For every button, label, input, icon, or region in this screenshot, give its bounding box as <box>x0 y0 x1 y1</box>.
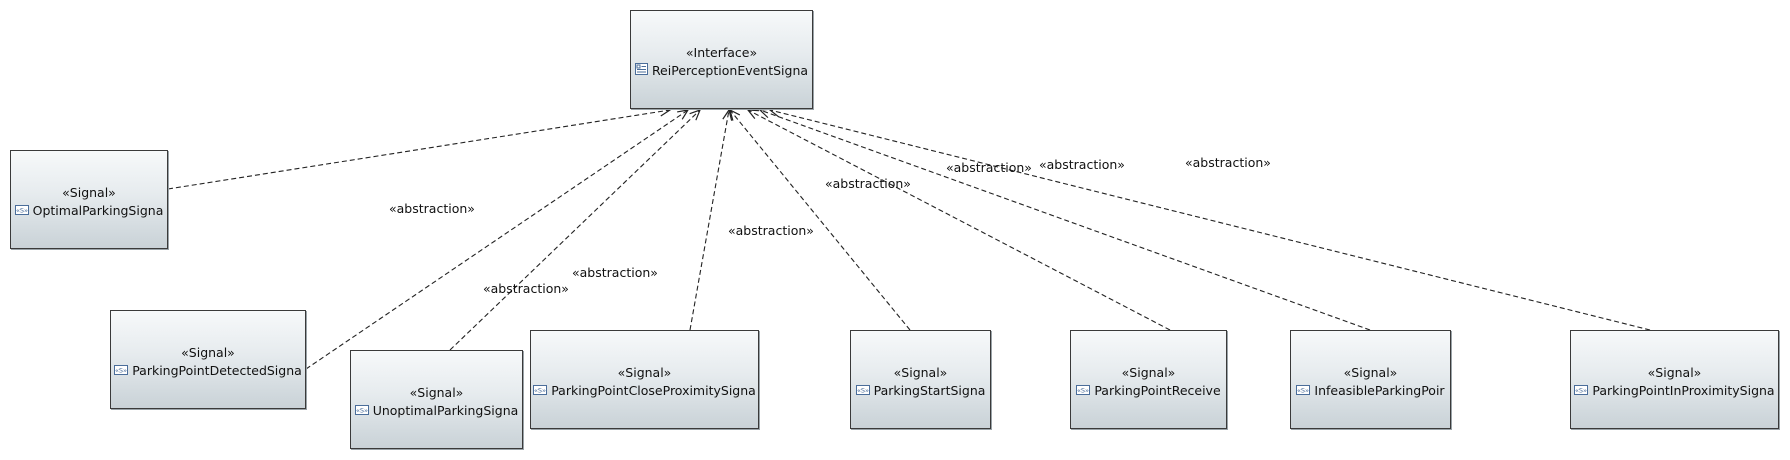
svg-text:«S»: «S» <box>16 206 28 214</box>
signal-node-start[interactable]: «Signal» «S» ParkingStartSigna <box>850 330 991 429</box>
signal-name: ParkingPointCloseProximitySigna <box>551 382 756 398</box>
signal-name: ParkingStartSigna <box>873 382 986 398</box>
abstraction-label: «abstraction» <box>1039 157 1125 172</box>
interface-stereotype: «Interface» <box>685 45 758 60</box>
svg-text:«S»: «S» <box>857 386 869 394</box>
signal-node-infeasible[interactable]: «Signal» «S» InfeasibleParkingPoir <box>1290 330 1451 429</box>
signal-icon: «S» <box>1076 383 1091 398</box>
abstraction-edge-infeasible[interactable] <box>759 109 1371 331</box>
abstraction-label: «abstraction» <box>728 223 814 238</box>
abstraction-edge-detected[interactable] <box>305 109 689 370</box>
signal-stereotype: «Signal» <box>1647 365 1702 380</box>
signal-icon: «S» <box>1296 383 1311 398</box>
arrowhead-icon <box>729 108 741 121</box>
arrowhead-icon <box>746 109 760 119</box>
signal-name: OptimalParkingSigna <box>32 202 164 218</box>
svg-text:«S»: «S» <box>115 366 127 374</box>
abstraction-edge-close[interactable] <box>689 109 730 331</box>
signal-stereotype: «Signal» <box>1121 365 1176 380</box>
signal-node-unoptimal[interactable]: «Signal» «S» UnoptimalParkingSigna <box>350 350 523 449</box>
abstraction-label: «abstraction» <box>946 160 1032 175</box>
signal-icon: «S» <box>114 363 129 378</box>
signal-name: ParkingPointReceive <box>1094 382 1221 398</box>
signal-icon: «S» <box>1574 383 1589 398</box>
arrowhead-icon <box>677 109 690 120</box>
abstraction-label: «abstraction» <box>389 201 475 216</box>
interface-name: ReiPerceptionEventSigna <box>651 62 809 78</box>
signal-stereotype: «Signal» <box>893 365 948 380</box>
abstraction-edge-optimal[interactable] <box>167 109 671 190</box>
signal-stereotype: «Signal» <box>181 345 235 360</box>
signal-name: ParkingPointInProximitySigna <box>1592 382 1775 398</box>
arrowhead-icon <box>722 108 733 121</box>
signal-node-optimal[interactable]: «Signal» «S» OptimalParkingSigna <box>10 150 168 249</box>
signal-node-received[interactable]: «Signal» «S» ParkingPointReceive <box>1070 330 1227 429</box>
abstraction-edge-unoptimal[interactable] <box>449 109 701 351</box>
svg-text:«S»: «S» <box>1297 386 1309 394</box>
interface-icon <box>634 62 648 78</box>
signal-name: UnoptimalParkingSigna <box>372 402 519 418</box>
signal-node-close-proximity[interactable]: «Signal» «S» ParkingPointCloseProximityS… <box>530 330 759 429</box>
signal-stereotype: «Signal» <box>62 185 116 200</box>
signal-name: ParkingPointDetectedSigna <box>132 362 302 378</box>
abstraction-edge-received[interactable] <box>747 109 1171 331</box>
arrowhead-icon <box>689 108 702 121</box>
svg-text:«S»: «S» <box>356 406 368 414</box>
arrowhead-icon <box>758 108 772 119</box>
signal-node-in-proximity[interactable]: «Signal» «S» ParkingPointInProximitySign… <box>1570 330 1779 429</box>
interface-node[interactable]: «Interface» ReiPerceptionEventSigna <box>630 10 813 109</box>
signal-stereotype: «Signal» <box>617 365 672 380</box>
svg-text:«S»: «S» <box>1575 386 1587 394</box>
signal-stereotype: «Signal» <box>1343 365 1398 380</box>
signal-stereotype: «Signal» <box>409 385 464 400</box>
signal-icon: «S» <box>855 383 870 398</box>
abstraction-edge-start[interactable] <box>729 109 911 331</box>
signal-icon: «S» <box>533 383 548 398</box>
signal-node-detected[interactable]: «Signal» «S» ParkingPointDetectedSigna <box>110 310 306 409</box>
abstraction-label: «abstraction» <box>1185 155 1271 170</box>
signal-icon: «S» <box>354 403 369 418</box>
signal-icon: «S» <box>14 203 29 218</box>
signal-name: InfeasibleParkingPoir <box>1314 382 1445 398</box>
abstraction-label: «abstraction» <box>825 176 911 191</box>
abstraction-edge-inproximity[interactable] <box>769 109 1651 331</box>
abstraction-label: «abstraction» <box>572 265 658 280</box>
svg-text:«S»: «S» <box>534 386 546 394</box>
abstraction-label: «abstraction» <box>483 281 569 296</box>
svg-text:«S»: «S» <box>1077 386 1089 394</box>
